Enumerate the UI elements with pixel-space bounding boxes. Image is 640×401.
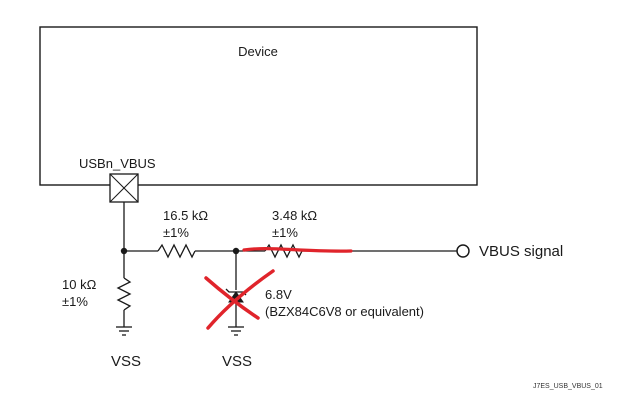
- r-series-tolerance: ±1%: [163, 225, 189, 240]
- ground-label-left: VSS: [111, 353, 141, 370]
- figure-id: J7ES_USB_VBUS_01: [533, 383, 603, 390]
- cross-out-mark: [204, 269, 275, 330]
- zener-part: (BZX84C6V8 or equivalent): [265, 304, 424, 319]
- pin-box: [109, 173, 139, 203]
- output-terminal: [456, 244, 470, 258]
- strike-line: [242, 247, 353, 253]
- r-series-value: 16.5 kΩ: [163, 208, 208, 223]
- r-pulldown-value: 10 kΩ: [62, 277, 97, 292]
- ground-symbol-right: [228, 326, 244, 336]
- r-out-tolerance: ±1%: [272, 225, 298, 240]
- resistor-series: [157, 243, 196, 259]
- resistor-out: [264, 243, 303, 259]
- ground-symbol-left: [116, 326, 132, 336]
- zener-voltage: 6.8V: [265, 287, 292, 302]
- resistor-pulldown: [116, 277, 132, 311]
- device-label: Device: [238, 44, 278, 59]
- r-pulldown-tolerance: ±1%: [62, 294, 88, 309]
- output-label: VBUS signal: [479, 243, 563, 260]
- r-out-value: 3.48 kΩ: [272, 208, 317, 223]
- device-box: [39, 26, 478, 186]
- pin-label: USBn_VBUS: [79, 156, 156, 171]
- ground-label-right: VSS: [222, 353, 252, 370]
